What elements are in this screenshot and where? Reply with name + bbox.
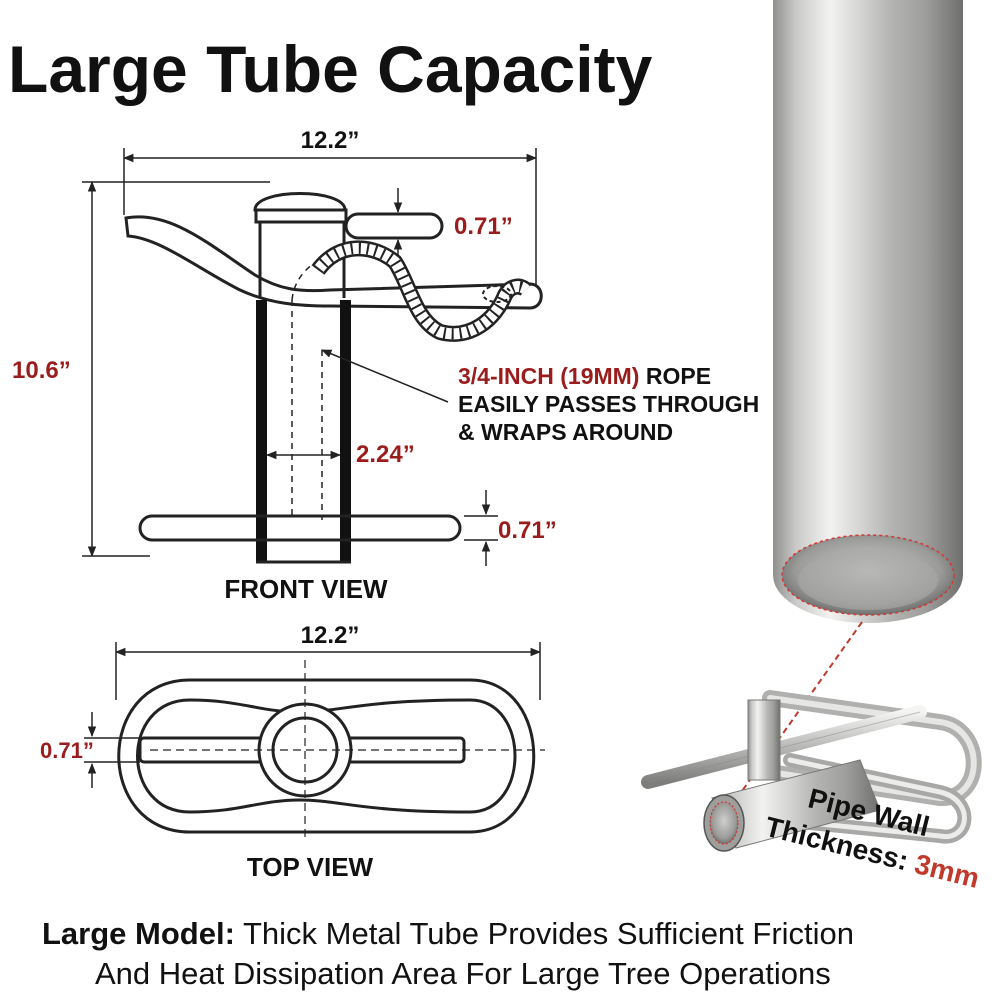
front-width-dimension: 12.2”: [301, 127, 360, 154]
top-view-drawing: [84, 642, 545, 840]
rope-note-line2: EASILY PASSES THROUGH: [458, 391, 759, 417]
page-title: Large Tube Capacity: [8, 32, 653, 106]
device-photo: [641, 690, 982, 852]
thickness-value: 3mm: [912, 848, 983, 894]
rope-illustration: [311, 240, 532, 342]
top-pin-dimension: 0.71”: [454, 213, 513, 240]
front-view-label: FRONT VIEW: [224, 574, 388, 604]
footer-line2: And Heat Dissipation Area For Large Tree…: [95, 956, 831, 991]
front-height-dimension: 10.6”: [12, 357, 71, 384]
steel-tube-photo: [773, 0, 963, 623]
top-pin-thickness-dimension: 0.71”: [40, 738, 94, 763]
footer-line1: Large Model: Thick Metal Tube Provides S…: [42, 916, 854, 951]
top-width-dimension: 12.2”: [301, 622, 360, 649]
footer-model-label: Large Model:: [42, 916, 235, 951]
footer-line1-text: Thick Metal Tube Provides Sufficient Fri…: [235, 916, 854, 951]
rope-note-line3: & WRAPS AROUND: [458, 419, 673, 445]
top-view-label: TOP VIEW: [247, 852, 374, 882]
rope-note-line1: 3/4-INCH (19MM) ROPE: [458, 363, 711, 389]
tube-inner-dimension: 2.24”: [356, 441, 415, 468]
front-view-drawing: [82, 148, 543, 566]
bottom-pin-dimension: 0.71”: [498, 517, 557, 544]
rope-word: ROPE: [639, 363, 711, 389]
rope-size-highlight: 3/4-INCH (19MM): [458, 363, 639, 389]
